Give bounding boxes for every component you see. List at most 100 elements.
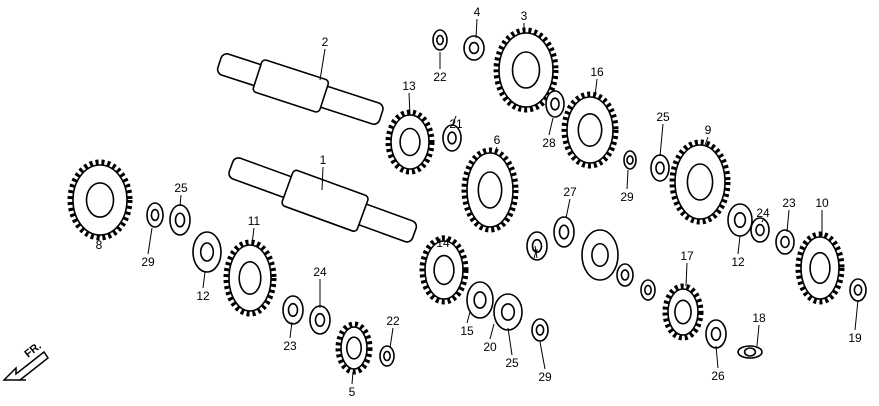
washer-bearing bbox=[750, 217, 770, 243]
front-direction-arrow: FR. bbox=[2, 340, 50, 381]
leader-line bbox=[98, 235, 101, 238]
leader-line bbox=[756, 324, 760, 347]
gear bbox=[335, 321, 373, 375]
leader-line bbox=[737, 235, 741, 255]
callout-20: 20 bbox=[483, 340, 497, 354]
leader-line bbox=[594, 78, 598, 97]
callout-8: 8 bbox=[96, 238, 103, 252]
callout-19: 19 bbox=[848, 331, 862, 345]
callout-21: 21 bbox=[449, 117, 463, 131]
leader-lines bbox=[98, 18, 859, 385]
leader-line bbox=[351, 371, 354, 385]
washer-bearing bbox=[526, 231, 548, 261]
leader-line bbox=[289, 321, 293, 339]
callout-9: 9 bbox=[705, 123, 712, 137]
leader-line bbox=[626, 169, 629, 190]
washer-bearing bbox=[309, 305, 331, 335]
washer-bearing bbox=[849, 278, 867, 302]
leader-line bbox=[539, 341, 546, 370]
callout-11: 11 bbox=[248, 214, 261, 228]
leader-line bbox=[202, 271, 206, 289]
callout-22: 22 bbox=[433, 70, 447, 84]
washer-bearing bbox=[466, 281, 494, 319]
callout-12: 12 bbox=[196, 289, 210, 303]
washer-bearing bbox=[169, 204, 191, 236]
callout-6: 6 bbox=[494, 133, 501, 147]
washer-bearing bbox=[727, 203, 753, 237]
washer-bearing bbox=[737, 345, 763, 359]
countershaft-2 bbox=[216, 53, 384, 126]
washer-bearing bbox=[531, 318, 549, 342]
callout-5: 5 bbox=[349, 385, 356, 399]
callout-22: 22 bbox=[386, 314, 400, 328]
callout-3: 3 bbox=[521, 9, 528, 23]
washer-bearing bbox=[192, 231, 222, 273]
leader-line bbox=[854, 299, 859, 331]
callout-18: 18 bbox=[752, 311, 766, 325]
leader-line bbox=[507, 327, 513, 356]
washer-bearing bbox=[463, 35, 485, 61]
washer-bearing bbox=[379, 345, 395, 367]
leader-line bbox=[761, 219, 764, 223]
leader-line bbox=[494, 146, 498, 153]
gear bbox=[669, 139, 731, 225]
leader-line bbox=[548, 117, 554, 136]
callout-10: 10 bbox=[815, 196, 829, 210]
callout-13: 13 bbox=[402, 79, 416, 93]
callout-29: 29 bbox=[538, 370, 552, 384]
callout-23: 23 bbox=[283, 339, 297, 353]
callout-12: 12 bbox=[731, 255, 745, 269]
callout-28: 28 bbox=[542, 136, 556, 150]
gear bbox=[385, 109, 435, 175]
leader-line bbox=[408, 92, 411, 116]
arrow-icon bbox=[2, 350, 50, 381]
washer-bearing bbox=[640, 279, 656, 301]
callout-1: 1 bbox=[320, 153, 327, 167]
callout-14: 14 bbox=[436, 236, 450, 250]
washer-bearing bbox=[616, 263, 634, 287]
mainshaft-1 bbox=[228, 157, 418, 243]
callout-4: 4 bbox=[474, 5, 481, 19]
callout-24: 24 bbox=[756, 206, 770, 220]
callout-25: 25 bbox=[505, 356, 519, 370]
leader-line bbox=[786, 209, 790, 233]
callout-16: 16 bbox=[590, 65, 604, 79]
gear bbox=[493, 27, 559, 113]
washer-bearing bbox=[282, 295, 304, 325]
washer-bearing bbox=[553, 216, 575, 248]
callout-2: 2 bbox=[322, 35, 329, 49]
leader-line bbox=[147, 227, 153, 255]
leader-line bbox=[179, 194, 182, 207]
washer-bearing bbox=[545, 90, 565, 118]
leader-line bbox=[534, 245, 538, 259]
leader-line bbox=[715, 345, 719, 369]
leader-line bbox=[451, 115, 457, 127]
callout-27: 27 bbox=[563, 185, 577, 199]
callout-24: 24 bbox=[313, 265, 327, 279]
leader-line bbox=[685, 262, 688, 287]
callout-25: 25 bbox=[174, 181, 188, 195]
leader-line bbox=[442, 234, 445, 241]
callout-25: 25 bbox=[656, 110, 670, 124]
gear bbox=[662, 283, 704, 341]
leader-line bbox=[489, 323, 495, 340]
callout-23: 23 bbox=[782, 196, 796, 210]
leader-line bbox=[475, 18, 478, 39]
gear bbox=[67, 159, 133, 241]
parts-layer bbox=[216, 53, 418, 243]
leader-line bbox=[321, 166, 324, 191]
washer-bearing bbox=[775, 229, 795, 255]
leader-line bbox=[704, 136, 709, 146]
leader-line bbox=[565, 198, 571, 219]
leader-line bbox=[659, 123, 664, 157]
callout-7: 7 bbox=[532, 247, 539, 261]
gear bbox=[795, 231, 845, 305]
callout-26: 26 bbox=[711, 369, 725, 383]
washer-bearing bbox=[705, 319, 727, 349]
washer-bearing bbox=[581, 229, 619, 281]
washer-bearing bbox=[623, 150, 637, 170]
washer-bearing bbox=[432, 29, 448, 51]
